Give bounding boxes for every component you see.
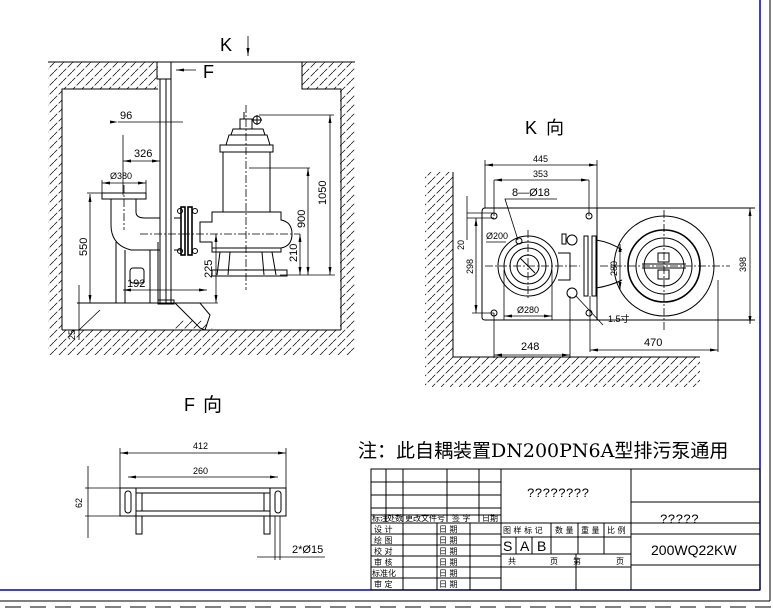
f-view-title-suffix: 向: [203, 394, 222, 416]
dim-holes-2: 2*Ø15: [292, 544, 323, 556]
pit-inner-outline: [61, 88, 158, 330]
f-bracket-body: [119, 487, 287, 517]
sign-role-design: 设 计: [374, 524, 393, 534]
bolt: [192, 208, 198, 214]
elbow-inner: [135, 199, 160, 219]
sign-date-draw: 日 期: [439, 536, 458, 545]
view-arrow-k-label: K: [220, 35, 232, 55]
mark-a: A: [520, 538, 530, 554]
mark-s: S: [503, 538, 512, 554]
dim-398: 398: [738, 257, 748, 272]
dim-280-h: Ø280: [517, 305, 539, 315]
view-arrow-f-label: F: [203, 62, 214, 82]
dim-96: 96: [120, 110, 132, 122]
f-view-title-letter: F: [184, 395, 195, 415]
dim-412: 412: [193, 441, 208, 451]
sheet-current-label: 第: [573, 556, 581, 566]
model-number: 200WQ22KW: [651, 542, 737, 558]
coupling-flange-left: [180, 206, 186, 256]
dim-900: 900: [296, 210, 308, 228]
dim-210: 210: [288, 244, 300, 262]
sign-role-standard: 标准化: [372, 568, 396, 578]
note-text: 注：此自耦装置DN200PN6A型排污泵通用: [358, 440, 728, 462]
pump-body: [199, 105, 293, 290]
dim-holes-8: 8—Ø18: [512, 187, 550, 199]
bolt: [177, 248, 183, 254]
k-view-title-suffix: 向: [546, 118, 564, 139]
sign-role-review: 审 核: [374, 557, 393, 567]
attr-qty-header: 数 量: [555, 525, 574, 535]
dim-326: 326: [134, 148, 152, 160]
k-wall-outline: [452, 172, 700, 358]
sign-date-approve: 日 期: [439, 580, 458, 589]
dim-260: 260: [193, 466, 208, 476]
mark-b: B: [537, 538, 546, 554]
dim-380: Ø380: [110, 171, 132, 181]
dim-192: 192: [127, 278, 145, 290]
sheet-unit-1: 页: [550, 557, 558, 566]
sign-role-check: 校 对: [374, 546, 393, 556]
dim-20: 20: [456, 240, 466, 250]
dim-248: 248: [521, 341, 539, 353]
sump-floor: [174, 302, 341, 331]
company-name: ?????: [660, 512, 699, 527]
k-view-title: K 向: [525, 118, 564, 139]
rev-header-date: 日期: [482, 514, 498, 523]
dim-1050: 1050: [317, 181, 329, 205]
dim-62: 62: [74, 498, 84, 508]
attr-scale-header: 比 例: [607, 525, 626, 535]
k-view-title-letter: K: [525, 118, 537, 138]
k-view: K 向: [425, 118, 755, 387]
guide-slot: [160, 62, 174, 72]
sign-role-approve: 审 定: [374, 579, 393, 589]
f-view-title: F 向: [184, 394, 222, 416]
title-block: 标注 处数 更改文件号 签 字 日期 设 计 日 期 绘 图 日 期 校 对 日…: [370, 468, 761, 591]
main-section-view: 96 326 Ø380 550 192 225 210 900 1050: [48, 35, 355, 355]
dim-445: 445: [533, 154, 548, 164]
rev-header-sign: 签 字: [452, 513, 471, 523]
slot-hole: [274, 490, 282, 514]
attr-mark-header: 图 样 标 记: [503, 525, 543, 535]
mount-hole: [585, 309, 593, 317]
sign-date-review: 日 期: [439, 558, 458, 567]
dim-298: 298: [465, 259, 475, 274]
dim-280-v: 280: [609, 261, 619, 276]
sign-date-check: 日 期: [439, 547, 458, 556]
pit-wall-hatch: [48, 62, 355, 355]
sheet-total-label: 共: [508, 557, 516, 566]
bolt: [177, 208, 183, 214]
sheet-unit-2: 页: [616, 557, 624, 566]
elbow-outer: [110, 199, 160, 251]
dim-550: 550: [78, 238, 90, 256]
pedestal-window: [129, 267, 145, 284]
dim-225: 225: [203, 260, 215, 278]
dim-200: Ø200: [486, 231, 508, 241]
coupling-flange-right: [187, 206, 193, 256]
dim-353: 353: [533, 169, 548, 179]
slot-hole: [124, 490, 132, 514]
pedestal: [115, 242, 159, 303]
f-view: F 向 412 260 62 2*Ø15: [74, 394, 325, 560]
rev-header-mark: 标注: [372, 513, 388, 523]
bolt: [192, 248, 198, 254]
dim-25: 25: [67, 330, 77, 340]
base-plate: [481, 207, 755, 321]
rev-header-count: 处数: [387, 513, 403, 523]
drawing-name: ????????: [527, 486, 589, 501]
sign-date-design: 日 期: [439, 525, 458, 534]
main-view-dims: 96 326 Ø380 550 192 225 210 900 1050: [67, 110, 335, 340]
pit-right-inner: [301, 62, 342, 330]
attr-weight-header: 重 量: [581, 525, 600, 535]
dim-470: 470: [644, 337, 662, 349]
f-legs: [135, 516, 271, 535]
sign-role-draw: 绘 图: [374, 535, 393, 545]
rev-header-docno: 更改文件号: [405, 513, 445, 523]
sign-date-standard: 日 期: [439, 569, 458, 578]
dim-thread: 1.5寸: [608, 313, 630, 324]
